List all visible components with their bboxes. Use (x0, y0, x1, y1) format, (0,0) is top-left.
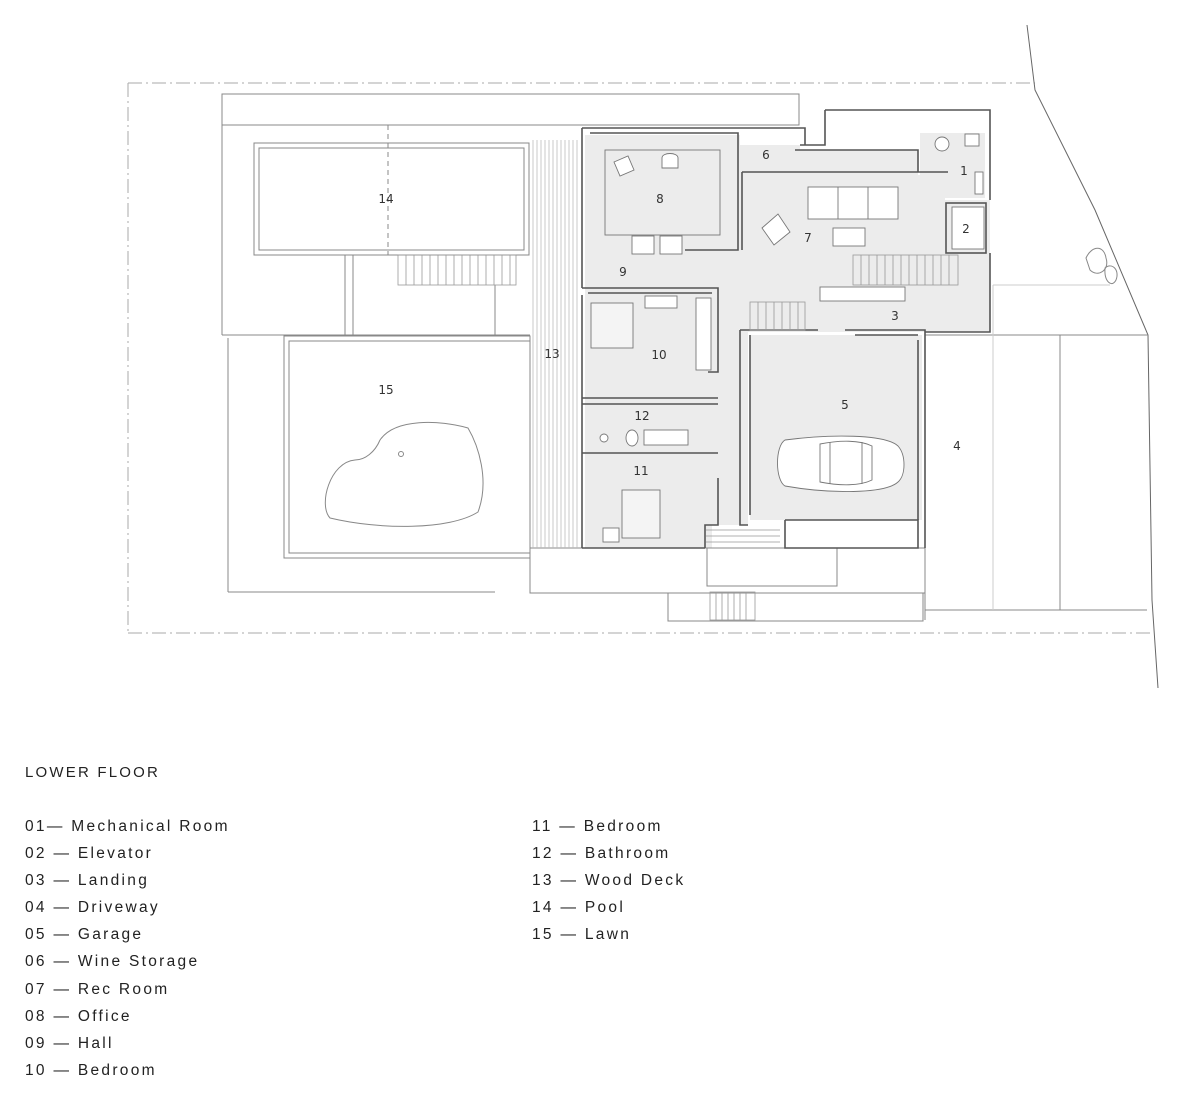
legend-item: 01— Mechanical Room (25, 818, 230, 835)
room-label-15: 15 (378, 383, 393, 397)
legend-item: 06 — Wine Storage (25, 953, 200, 971)
stairs (397, 254, 959, 621)
legend-item: 10 — Bedroom (25, 1061, 157, 1079)
room-label-3: 3 (891, 309, 899, 323)
site-outlines (221, 93, 1148, 622)
room-label-9: 9 (619, 265, 627, 279)
site-edge (1026, 24, 1159, 689)
legend-item: 12 — Bathroom (532, 845, 671, 863)
legend-item: 04 — Driveway (25, 899, 160, 917)
room-label-13: 13 (544, 347, 559, 361)
room-label-1: 1 (960, 164, 968, 178)
room-label-7: 7 (804, 231, 812, 245)
legend-item: 08 — Office (25, 1007, 132, 1025)
floor-plan: 1 2 3 4 5 6 7 8 9 10 11 12 13 14 15 (127, 24, 1159, 689)
room-label-5: 5 (841, 398, 849, 412)
property-boundary (127, 82, 1150, 634)
legend-item: 14 — Pool (532, 899, 626, 917)
legend-item: 15 — Lawn (532, 926, 632, 944)
legend-item: 13 — Wood Deck (532, 872, 686, 890)
room-labels: 1 2 3 4 5 6 7 8 9 10 11 12 13 14 15 (378, 148, 969, 478)
wood-deck (532, 140, 578, 548)
room-label-11: 11 (633, 464, 648, 478)
room-label-14: 14 (378, 192, 393, 206)
furniture (590, 133, 985, 543)
legend-item: 09 — Hall (25, 1034, 114, 1052)
legend-title: LOWER FLOOR (25, 764, 161, 781)
legend-item: 03 — Landing (25, 872, 150, 890)
legend-item: 05 — Garage (25, 926, 144, 944)
legend-item: 07 — Rec Room (25, 980, 170, 998)
room-label-6: 6 (762, 148, 770, 162)
room-label-4: 4 (953, 439, 961, 453)
room-label-10: 10 (651, 348, 666, 362)
legend-item: 02 — Elevator (25, 845, 154, 863)
legend-column-right: 11 — Bedroom 12 — Bathroom 13 — Wood Dec… (532, 817, 685, 952)
legend-column-left: 01— Mechanical Room 02 — Elevator 03 — L… (25, 817, 230, 1088)
legend-item: 11 — Bedroom (532, 818, 663, 835)
room-label-12: 12 (634, 409, 649, 423)
room-label-2: 2 (962, 222, 970, 236)
room-label-8: 8 (656, 192, 664, 206)
